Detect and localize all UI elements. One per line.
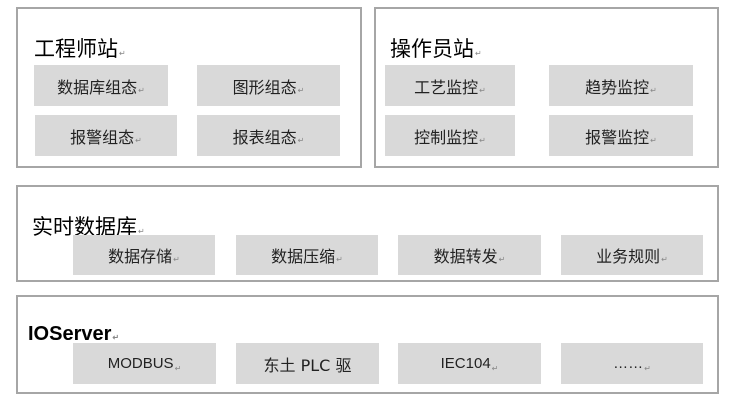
return-mark-icon: ↵: [661, 255, 668, 264]
return-mark-icon: ↵: [112, 333, 120, 342]
engineer-station-title: 工程师站↵: [34, 37, 126, 61]
return-mark-icon: ↵: [138, 227, 145, 236]
kyland-plc-driver-block: 东土 PLC 驱: [236, 343, 379, 384]
return-mark-icon: ↵: [650, 86, 657, 95]
data-forwarding-block: 数据转发↵: [398, 235, 541, 275]
ioserver-title: IOServer↵: [28, 323, 120, 345]
trend-monitor-block: 趋势监控↵: [549, 65, 693, 106]
report-config-block: 报表组态↵: [197, 115, 340, 156]
data-storage-block: 数据存储↵: [73, 235, 215, 275]
operator-station-panel: 操作员站↵ 工艺监控↵ 趋势监控↵ 控制监控↵ 报警监控↵: [374, 7, 719, 168]
iec104-driver-block: IEC104↵: [398, 343, 541, 384]
engineer-station-panel: 工程师站↵ 数据库组态↵ 图形组态↵ 报警组态↵ 报表组态↵: [16, 7, 362, 168]
return-mark-icon: ↵: [297, 86, 305, 95]
operator-station-title: 操作员站↵: [390, 37, 482, 61]
return-mark-icon: ↵: [491, 364, 499, 373]
database-config-block: 数据库组态↵: [34, 65, 168, 106]
graphics-config-block: 图形组态↵: [197, 65, 340, 106]
alarm-config-block: 报警组态↵: [35, 115, 177, 156]
more-drivers-block: ……↵: [561, 343, 703, 384]
process-monitor-block: 工艺监控↵: [385, 65, 515, 106]
return-mark-icon: ↵: [174, 364, 182, 373]
return-mark-icon: ↵: [297, 136, 305, 145]
control-monitor-block: 控制监控↵: [385, 115, 515, 156]
return-mark-icon: ↵: [135, 136, 142, 145]
return-mark-icon: ↵: [650, 136, 657, 145]
return-mark-icon: ↵: [173, 255, 180, 264]
return-mark-icon: ↵: [479, 136, 486, 145]
return-mark-icon: ↵: [644, 364, 651, 373]
business-rules-block: 业务规则↵: [561, 235, 703, 275]
return-mark-icon: ↵: [119, 49, 126, 58]
ioserver-panel: IOServer↵ MODBUS↵ 东土 PLC 驱 IEC104↵ ……↵: [16, 295, 719, 394]
return-mark-icon: ↵: [475, 49, 482, 58]
return-mark-icon: ↵: [479, 86, 486, 95]
modbus-driver-block: MODBUS↵: [73, 343, 216, 384]
return-mark-icon: ↵: [336, 255, 343, 264]
data-compression-block: 数据压缩↵: [236, 235, 378, 275]
realtime-database-panel: 实时数据库↵ 数据存储↵ 数据压缩↵ 数据转发↵ 业务规则↵: [16, 185, 719, 282]
alarm-monitor-block: 报警监控↵: [549, 115, 693, 156]
return-mark-icon: ↵: [138, 86, 145, 95]
return-mark-icon: ↵: [498, 255, 506, 264]
